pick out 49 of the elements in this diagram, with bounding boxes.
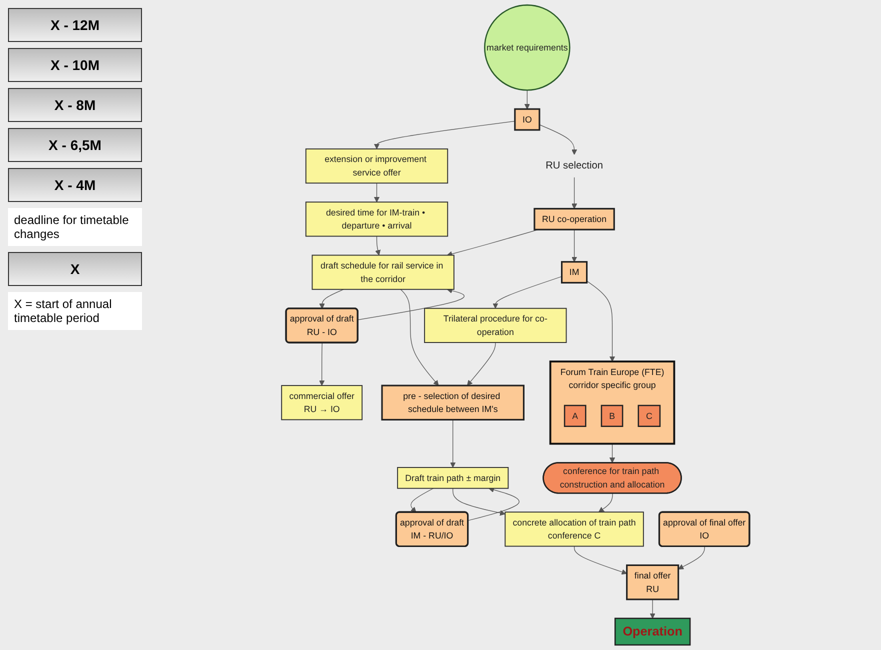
arrow	[468, 487, 520, 521]
arrow	[650, 599, 656, 619]
node-box: Trilateral procedure for co-operation	[424, 308, 567, 343]
arrow	[400, 289, 439, 386]
arrow	[410, 488, 434, 513]
node-box: desired time for IM-train • departure • arrival	[305, 202, 448, 237]
node-box: pre - selection of desired schedule between IM's	[381, 384, 525, 420]
arrow	[539, 124, 578, 155]
node-box: extension or improvement service offer	[305, 148, 448, 184]
arrow	[678, 546, 705, 570]
arrow	[452, 488, 506, 516]
note-text: deadline for timetable changes	[8, 208, 142, 246]
node-box: IO	[514, 108, 540, 131]
arrow	[572, 177, 578, 209]
arrow	[375, 236, 381, 256]
timeline-label: X - 8M	[8, 88, 142, 122]
node-text: RU selection	[546, 160, 603, 172]
arrow	[450, 419, 456, 468]
node-box: Operation	[614, 618, 691, 646]
arrow	[492, 276, 562, 309]
timeline-label: X - 10M	[8, 48, 142, 82]
arrow	[524, 90, 530, 110]
arrow	[374, 182, 380, 202]
arrow	[586, 280, 616, 362]
arrow	[358, 288, 464, 320]
timeline-label: X - 4M	[8, 168, 142, 202]
arrow	[574, 546, 628, 575]
node-box: A	[564, 404, 586, 427]
node-box: draft schedule for rail service in the corridor	[312, 254, 454, 290]
arrow	[609, 443, 616, 463]
node-box: IM	[560, 261, 588, 284]
arrow	[319, 342, 325, 386]
note-text: X = start of annual timetable period	[8, 292, 142, 330]
arrow	[598, 493, 613, 512]
timeline-label: X	[8, 252, 142, 286]
timeline-label: X - 6,5M	[8, 128, 142, 162]
node-box: concrete allocation of train path conference C	[504, 512, 644, 547]
node-box: RU co-operation	[534, 208, 615, 230]
node-circle: market requirements	[484, 4, 570, 91]
node-box: final offer RU	[626, 564, 680, 600]
node-box: commercial offer RU → IO	[281, 385, 363, 420]
arrow	[374, 120, 516, 150]
arrow	[572, 229, 578, 262]
timeline-label: X - 12M	[8, 8, 142, 42]
node-box: B	[600, 404, 624, 427]
node-box: C	[638, 404, 661, 427]
arrow	[466, 342, 496, 386]
node-box: Draft train path ± margin	[397, 467, 509, 489]
arrow	[319, 289, 344, 309]
